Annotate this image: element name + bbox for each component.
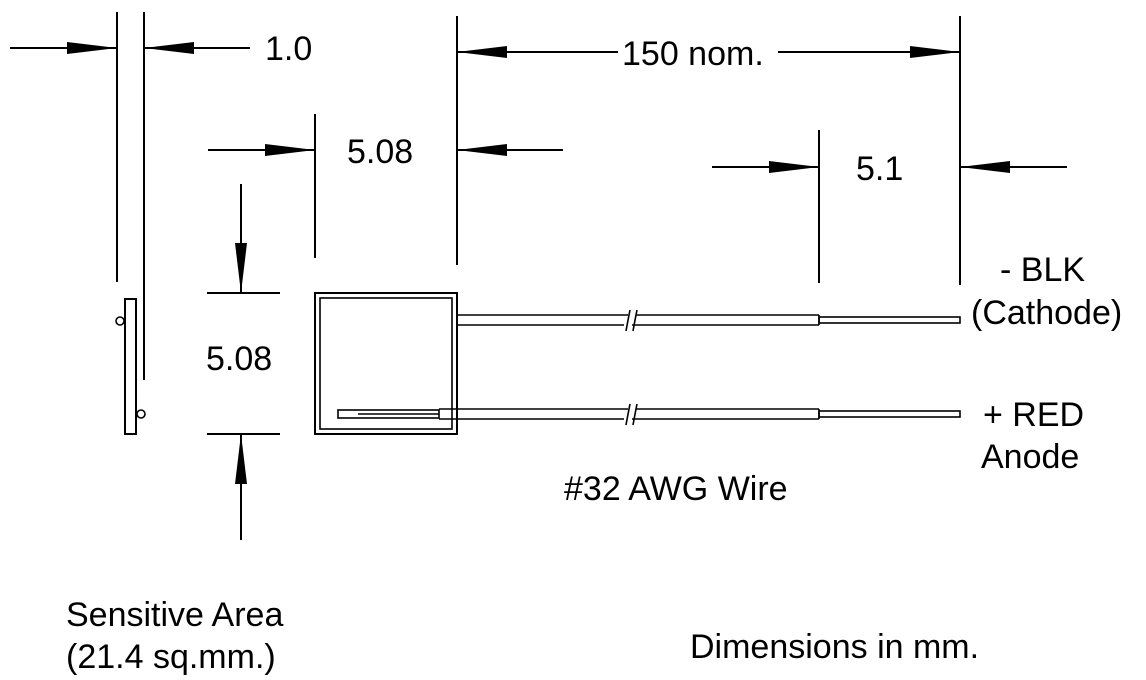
cathode-bare-wire	[818, 316, 961, 324]
thickness-arrow-left	[67, 42, 117, 54]
strip-arrow-right	[960, 161, 1010, 173]
chip-front-view	[314, 292, 458, 435]
thickness-value: 1.0	[265, 30, 312, 68]
side-view-bond-bottom	[136, 409, 146, 419]
height-arrow-top	[235, 243, 247, 293]
side-view-chip	[124, 298, 137, 435]
side-view: 1.0	[10, 12, 312, 435]
cathode-label-line1: - BLK	[1000, 251, 1085, 289]
units-note: Dimensions in mm.	[690, 628, 979, 666]
height-value: 5.08	[206, 340, 272, 378]
strip-value: 5.1	[856, 150, 903, 188]
wire-strip-dimension: 5.1	[712, 130, 1067, 283]
anode-label-line2: Anode	[981, 438, 1079, 476]
anode-break-mark-2	[632, 403, 638, 426]
height-arrow-bottom	[235, 434, 247, 484]
length-arrow-right	[910, 46, 960, 58]
overall-length-dimension: 150 nom.	[456, 16, 961, 285]
strip-arrow-left	[769, 161, 819, 173]
chip-sensitive-area	[319, 297, 453, 430]
length-value: 150 nom.	[622, 35, 764, 73]
sensitive-area-label-line1: Sensitive Area	[66, 596, 283, 634]
cathode-label-line2: (Cathode)	[971, 294, 1122, 332]
thickness-arrow-right	[144, 42, 194, 54]
cathode-wire	[457, 309, 961, 332]
length-arrow-left	[457, 46, 507, 58]
cathode-break-mark-1	[625, 309, 631, 332]
anode-break-mark-1	[625, 403, 631, 426]
chip-outer-frame	[314, 292, 458, 435]
anode-wire	[439, 403, 961, 426]
wire-label: #32 AWG Wire	[564, 470, 788, 508]
chip-height-dimension: 5.08	[206, 184, 280, 540]
side-view-bond-top	[115, 316, 125, 326]
anode-bare-wire	[818, 410, 961, 418]
width-arrow-left	[265, 144, 315, 156]
cathode-break-mark-2	[632, 309, 638, 332]
anode-label-line1: + RED	[983, 396, 1084, 434]
width-arrow-right	[457, 144, 507, 156]
chip-width-dimension: 5.08	[208, 114, 563, 258]
width-value: 5.08	[347, 133, 413, 171]
sensitive-area-label-line2: (21.4 sq.mm.)	[66, 638, 276, 676]
